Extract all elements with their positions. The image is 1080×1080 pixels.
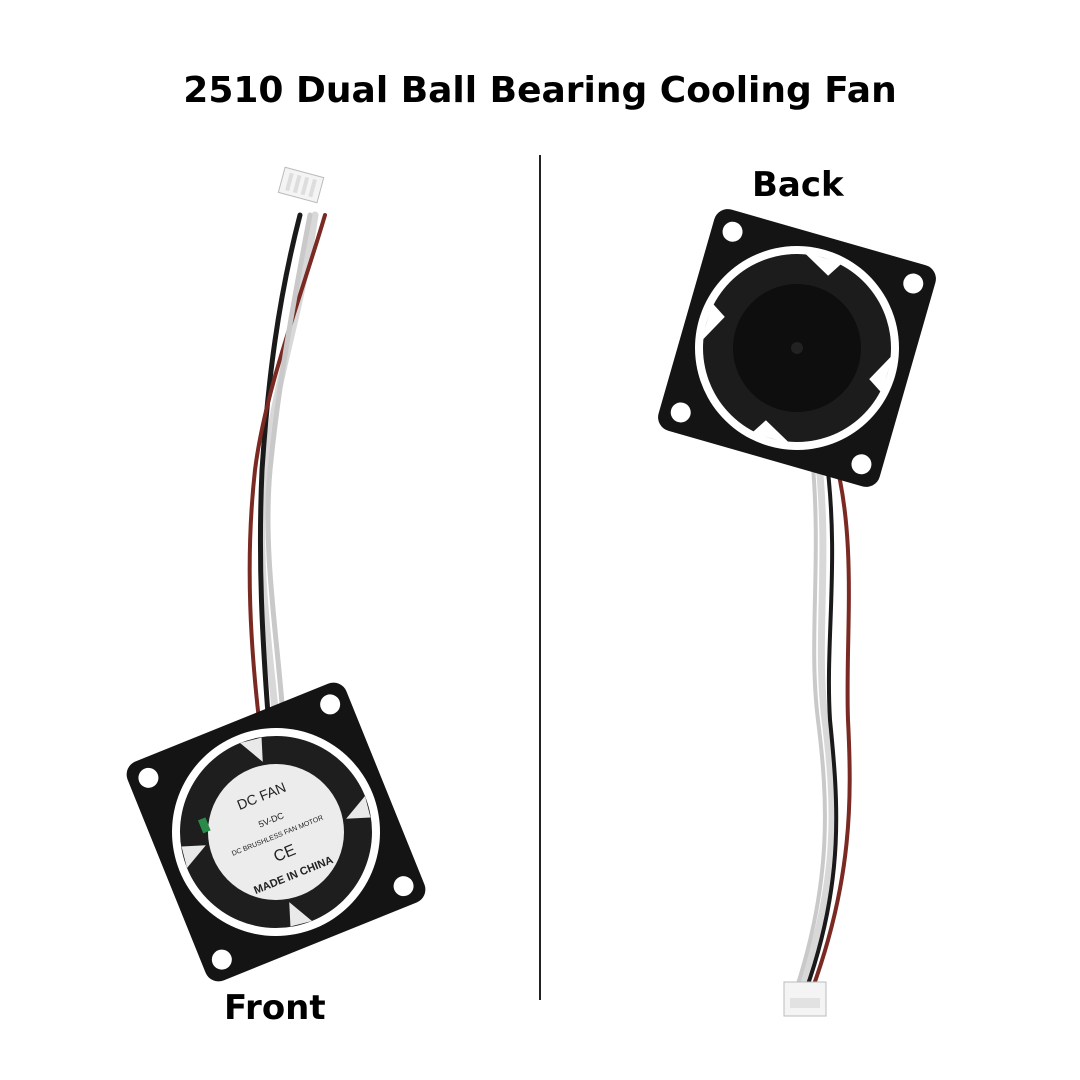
front-connector-icon bbox=[277, 166, 325, 204]
page-title: 2510 Dual Ball Bearing Cooling Fan bbox=[183, 70, 897, 111]
back-wires bbox=[794, 451, 852, 994]
back-fan bbox=[658, 209, 936, 487]
divider bbox=[539, 155, 541, 1000]
back-label: Back bbox=[752, 165, 844, 205]
front-wires bbox=[247, 211, 327, 748]
fan-sticker bbox=[208, 764, 344, 900]
front-label: Front bbox=[224, 988, 326, 1028]
front-fan: DC FAN 5V-DC DC BRUSHLESS FAN MOTOR CE M… bbox=[126, 682, 426, 982]
back-connector-icon bbox=[783, 981, 827, 1017]
